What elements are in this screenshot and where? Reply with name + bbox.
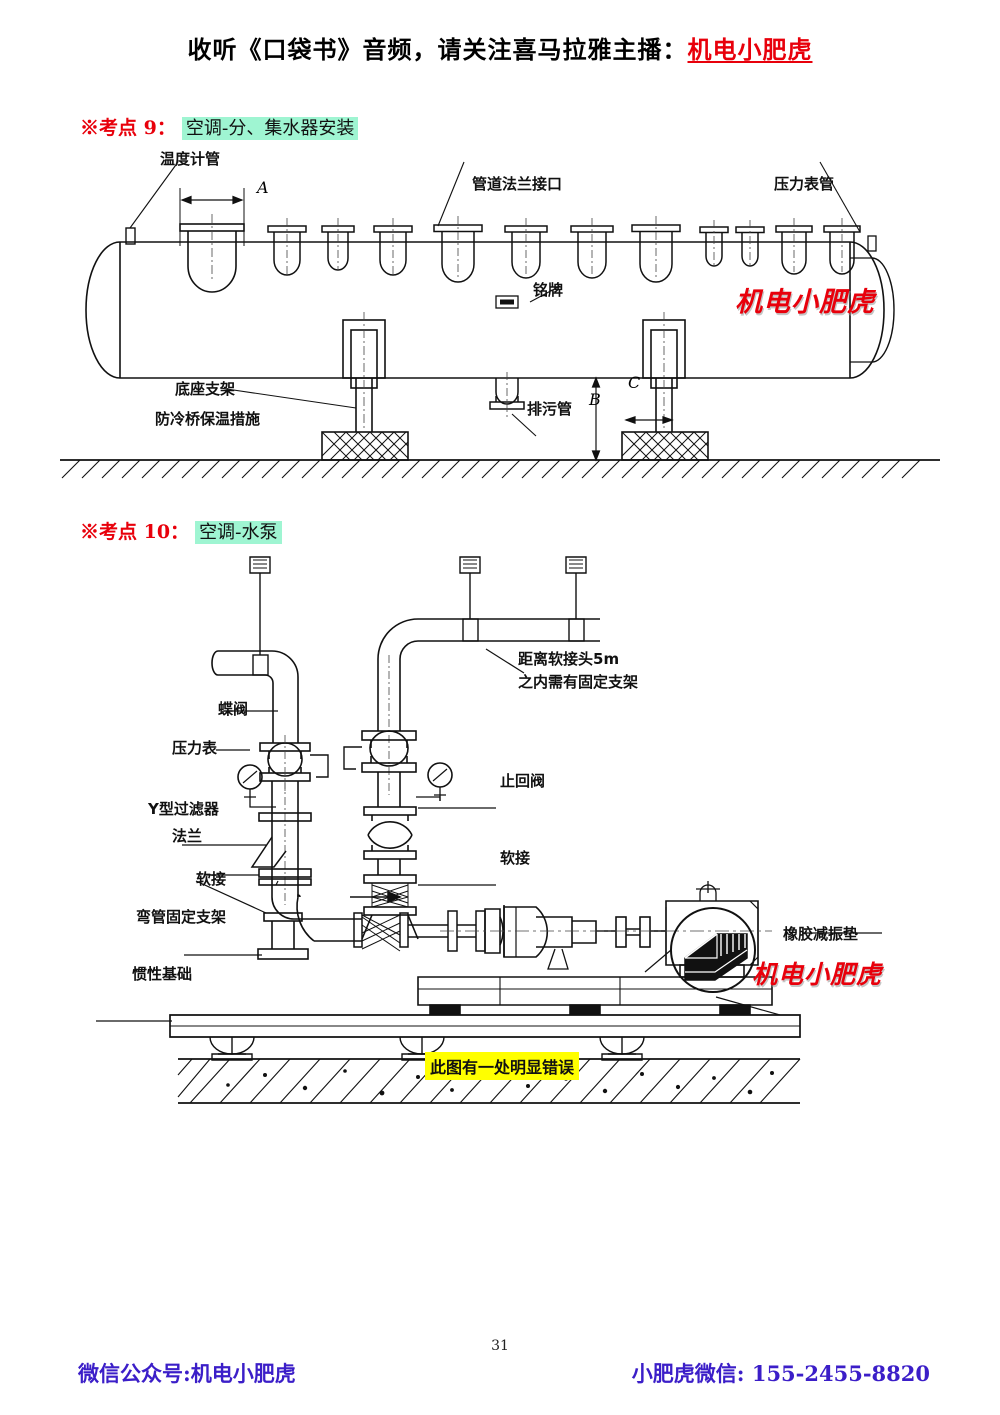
section-marker-10: ※考点 10： <box>80 521 190 543</box>
section-title-9: 空调-分、集水器安装 <box>181 117 359 140</box>
footer-wechat-official: 微信公众号:机电小肥虎 <box>78 1361 296 1386</box>
pump-diagram-leaders <box>96 648 882 1022</box>
header-anchor-name: 机电小肥虎 <box>687 35 813 64</box>
dimension-b: B <box>589 390 601 409</box>
label-inertia-base: 惯性基础 <box>132 965 193 983</box>
label-pressure-gauge: 压力表 <box>172 739 218 757</box>
header-text: 收听《口袋书》音频，请关注喜马拉雅主播： <box>187 35 688 64</box>
label-y-strainer: Y型过滤器 <box>148 800 219 818</box>
label-thermometer-pipe: 温度计管 <box>160 150 221 168</box>
note-fixed-support-line1: 距离软接头5m <box>518 650 620 668</box>
label-rubber-vibration-pad: 橡胶减振垫 <box>783 925 859 943</box>
section-marker-9: ※考点 9： <box>80 117 176 139</box>
dimension-a: A <box>257 178 269 197</box>
watermark-section-10: 机电小肥虎 <box>752 960 883 989</box>
section-title-10: 空调-水泵 <box>195 521 282 544</box>
rubber-pad-detail-bubble <box>644 907 756 993</box>
label-pipe-flange-joint: 管道法兰接口 <box>472 175 563 193</box>
diagram-error-note: 此图有一处明显错误 <box>425 1052 580 1080</box>
label-butterfly-valve: 蝶阀 <box>218 700 249 718</box>
section-heading-10: ※考点 10：空调-水泵 <box>80 517 282 544</box>
label-cold-bridge-insulation: 防冷桥保温措施 <box>155 410 261 428</box>
collector-tank-diagram <box>60 161 940 479</box>
label-base-bracket: 底座支架 <box>175 380 236 398</box>
label-pressure-gauge-pipe: 压力表管 <box>774 175 835 193</box>
note-fixed-support-line2: 之内需有固定支架 <box>518 673 639 691</box>
label-elbow-fixed-bracket: 弯管固定支架 <box>136 908 227 926</box>
page-number: 31 <box>491 1338 509 1354</box>
label-drain-pipe: 排污管 <box>527 400 573 418</box>
page-header: 收听《口袋书》音频，请关注喜马拉雅主播：机电小肥虎 <box>0 30 1000 65</box>
footer-wechat-contact: 小肥虎微信: 155-2455-8820 <box>631 1361 930 1386</box>
label-flex-connector-right: 软接 <box>500 849 531 867</box>
section-heading-9: ※考点 9：空调-分、集水器安装 <box>80 113 359 140</box>
label-check-valve: 止回阀 <box>500 772 546 790</box>
rubber-pad-icon <box>684 933 748 981</box>
watermark-section-9: 机电小肥虎 <box>735 287 875 318</box>
label-nameplate: 铭牌 <box>533 281 564 299</box>
label-flex-connector-left: 软接 <box>196 870 227 888</box>
dimension-c: C <box>628 373 641 392</box>
label-flange: 法兰 <box>172 827 203 845</box>
